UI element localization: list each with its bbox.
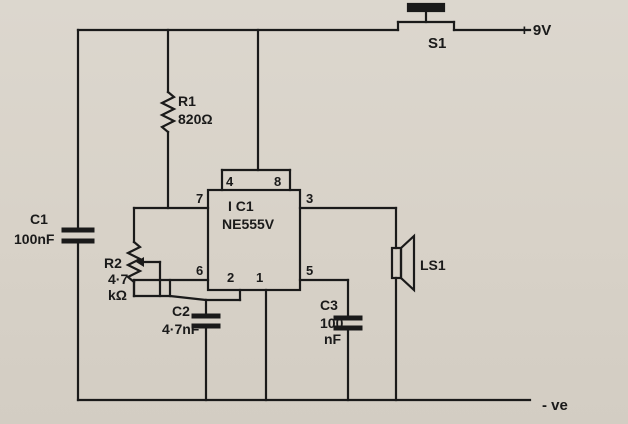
r2-value-line2: kΩ xyxy=(108,287,127,303)
r2-value-line1: 4·7 xyxy=(108,271,128,287)
ic-ref: I C1 xyxy=(228,198,254,214)
switch-s1-symbol xyxy=(396,2,456,32)
pin-1-label: 1 xyxy=(256,270,263,285)
pin-4-label: 4 xyxy=(226,174,234,189)
c2-value: 4·7nF xyxy=(162,321,200,337)
c3-value-line2: nF xyxy=(324,331,342,347)
speaker-label: LS1 xyxy=(420,257,446,273)
pin-2-label: 2 xyxy=(227,270,234,285)
r2-ref: R2 xyxy=(104,255,122,271)
c1-value: 100nF xyxy=(14,231,55,247)
pin-8-label: 8 xyxy=(274,174,281,189)
c2-ref: C2 xyxy=(172,303,190,319)
pin-6-label: 6 xyxy=(196,263,203,278)
r1-value: 820Ω xyxy=(178,111,213,127)
ground-label: - ve xyxy=(542,397,568,414)
ic-body xyxy=(206,188,302,292)
c1-ref: C1 xyxy=(30,211,48,227)
pin-7-label: 7 xyxy=(196,191,203,206)
supply-label: + 9V xyxy=(520,22,551,39)
switch-s1-label: S1 xyxy=(428,35,446,52)
pin-5-label: 5 xyxy=(306,263,313,278)
c3-ref: C3 xyxy=(320,297,338,313)
r1-ref: R1 xyxy=(178,93,196,109)
pin-3-label: 3 xyxy=(306,191,313,206)
r2-zigzag xyxy=(125,240,143,284)
c3-value-line1: 100 xyxy=(320,315,344,331)
r1-zigzag xyxy=(159,90,177,134)
ic-part: NE555V xyxy=(222,216,275,232)
